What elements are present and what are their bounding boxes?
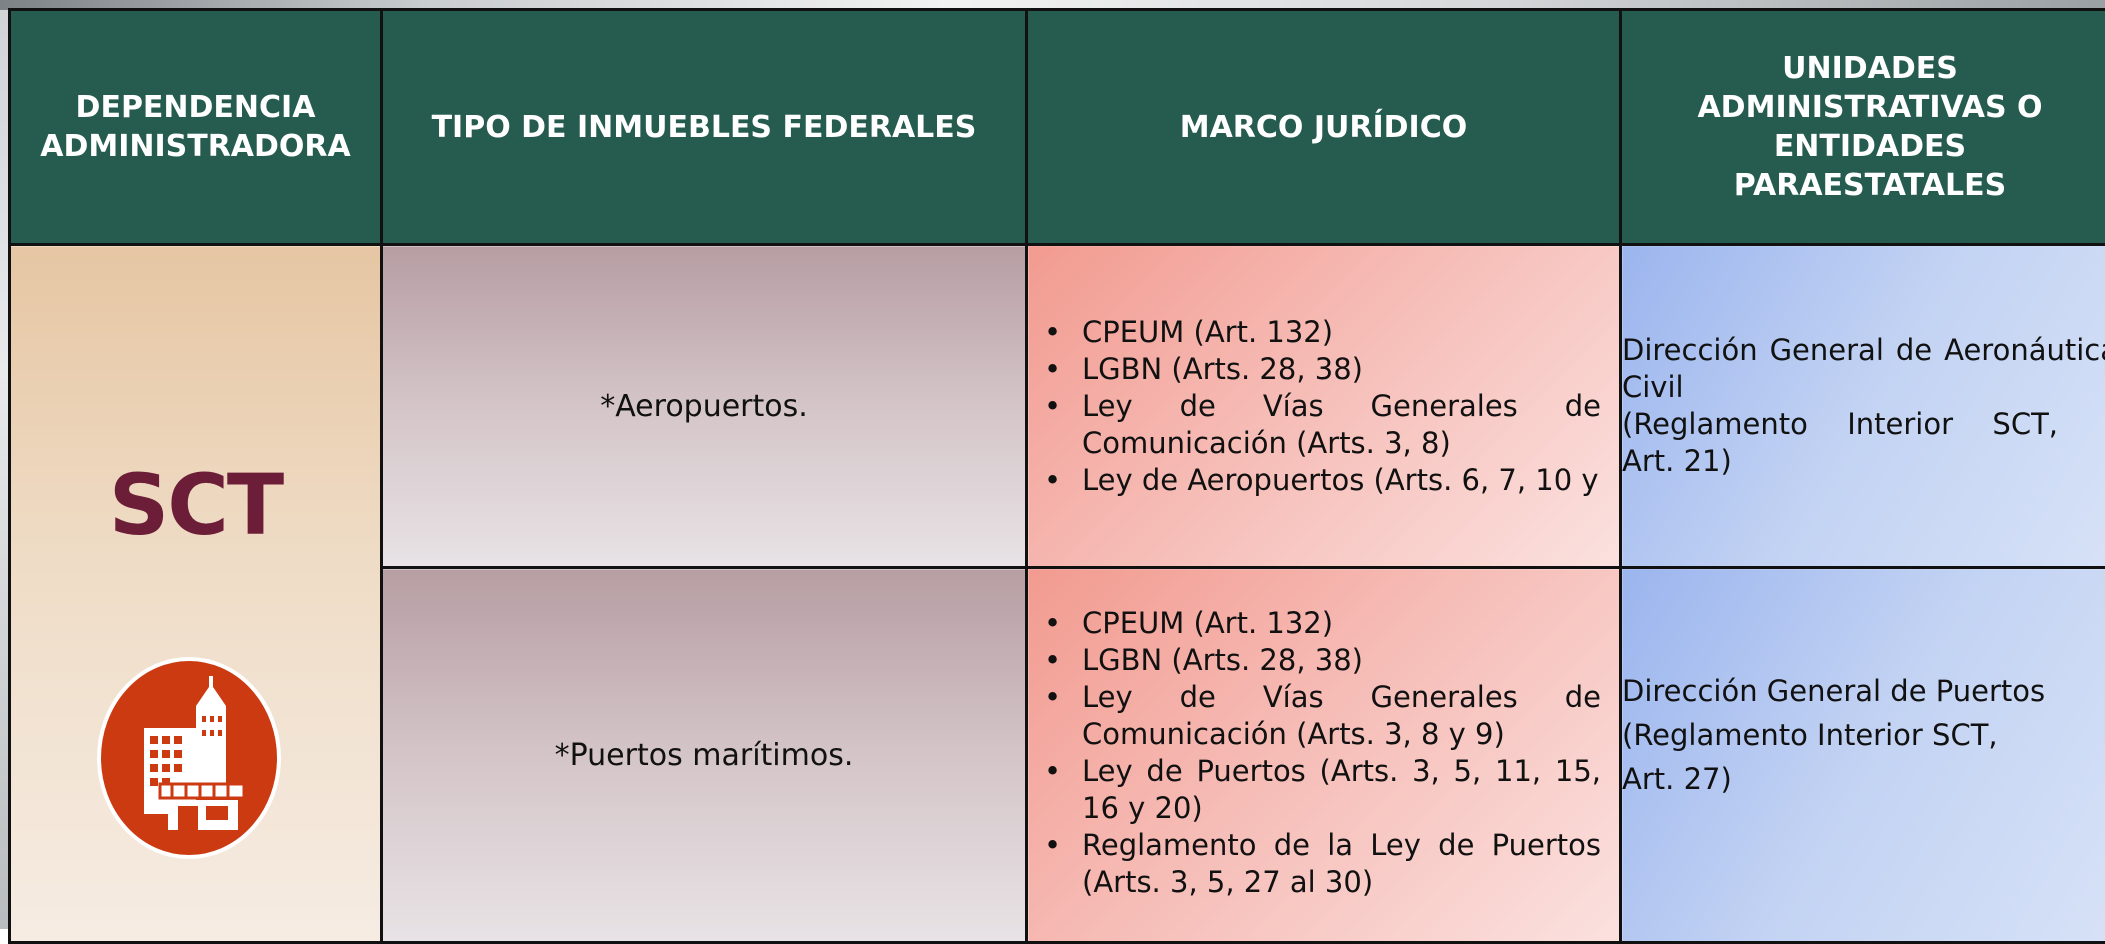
unidad-cell: Dirección General de Aeronáutica Civil (…: [1621, 245, 2105, 568]
header-dependencia-label: DEPENDENCIA ADMINISTRADORA: [11, 88, 380, 166]
tipo-label: *Puertos marítimos.: [555, 738, 854, 773]
tipo-cell: *Puertos marítimos.: [382, 568, 1027, 943]
unidad-name: Dirección General de Aeronáutica Civil: [1622, 332, 2105, 406]
header-unidades-label: UNIDADES ADMINISTRATIVAS O ENTIDADES PAR…: [1622, 49, 2105, 205]
dependencia-name: SCT: [11, 456, 380, 554]
marco-item: Ley de Puertos (Arts. 3, 5, 11, 15, 16 y…: [1028, 753, 1601, 827]
header-marco-label: MARCO JURÍDICO: [1028, 108, 1619, 147]
marco-item: Ley de Vías Generales de Comunicación (A…: [1028, 388, 1601, 462]
marco-list: CPEUM (Art. 132) LGBN (Arts. 28, 38) Ley…: [1028, 605, 1619, 901]
marco-item: Ley de Vías Generales de Comunicación (A…: [1028, 679, 1601, 753]
unidad-cell: Dirección General de Puertos (Reglamento…: [1621, 568, 2105, 943]
marco-item: LGBN (Arts. 28, 38): [1028, 642, 1601, 679]
tipo-cell: *Aeropuertos.: [382, 245, 1027, 568]
marco-item: Ley de Aeropuertos (Arts. 6, 7, 10 y: [1028, 462, 1601, 499]
header-tipo: TIPO DE INMUEBLES FEDERALES: [382, 10, 1027, 245]
marco-item: LGBN (Arts. 28, 38): [1028, 351, 1601, 388]
unidad-reference: (Reglamento Interior SCT,: [1622, 713, 2105, 757]
building-icon: [96, 656, 282, 860]
header-unidades: UNIDADES ADMINISTRATIVAS O ENTIDADES PAR…: [1621, 10, 2105, 245]
unidad-reference: (Reglamento Interior SCT, Art. 21): [1622, 406, 2105, 480]
inmuebles-table: DEPENDENCIA ADMINISTRADORA TIPO DE INMUE…: [8, 8, 2105, 944]
header-dependencia: DEPENDENCIA ADMINISTRADORA: [10, 10, 382, 245]
marco-cell: CPEUM (Art. 132) LGBN (Arts. 28, 38) Ley…: [1027, 245, 1621, 568]
tipo-label: *Aeropuertos.: [600, 389, 808, 424]
header-marco: MARCO JURÍDICO: [1027, 10, 1621, 245]
unidad-reference-article: Art. 27): [1622, 757, 2105, 801]
unidad-name: Dirección General de Puertos: [1622, 669, 2105, 713]
table-row: SCT: [10, 245, 2105, 568]
header-row: DEPENDENCIA ADMINISTRADORA TIPO DE INMUE…: [10, 10, 2105, 245]
header-tipo-label: TIPO DE INMUEBLES FEDERALES: [383, 108, 1025, 147]
marco-item: Reglamento de la Ley de Puertos (Arts. 3…: [1028, 827, 1601, 901]
dependencia-cell: SCT: [10, 245, 382, 943]
marco-cell: CPEUM (Art. 132) LGBN (Arts. 28, 38) Ley…: [1027, 568, 1621, 943]
marco-item: CPEUM (Art. 132): [1028, 314, 1601, 351]
marco-item: CPEUM (Art. 132): [1028, 605, 1601, 642]
marco-list: CPEUM (Art. 132) LGBN (Arts. 28, 38) Ley…: [1028, 314, 1619, 499]
